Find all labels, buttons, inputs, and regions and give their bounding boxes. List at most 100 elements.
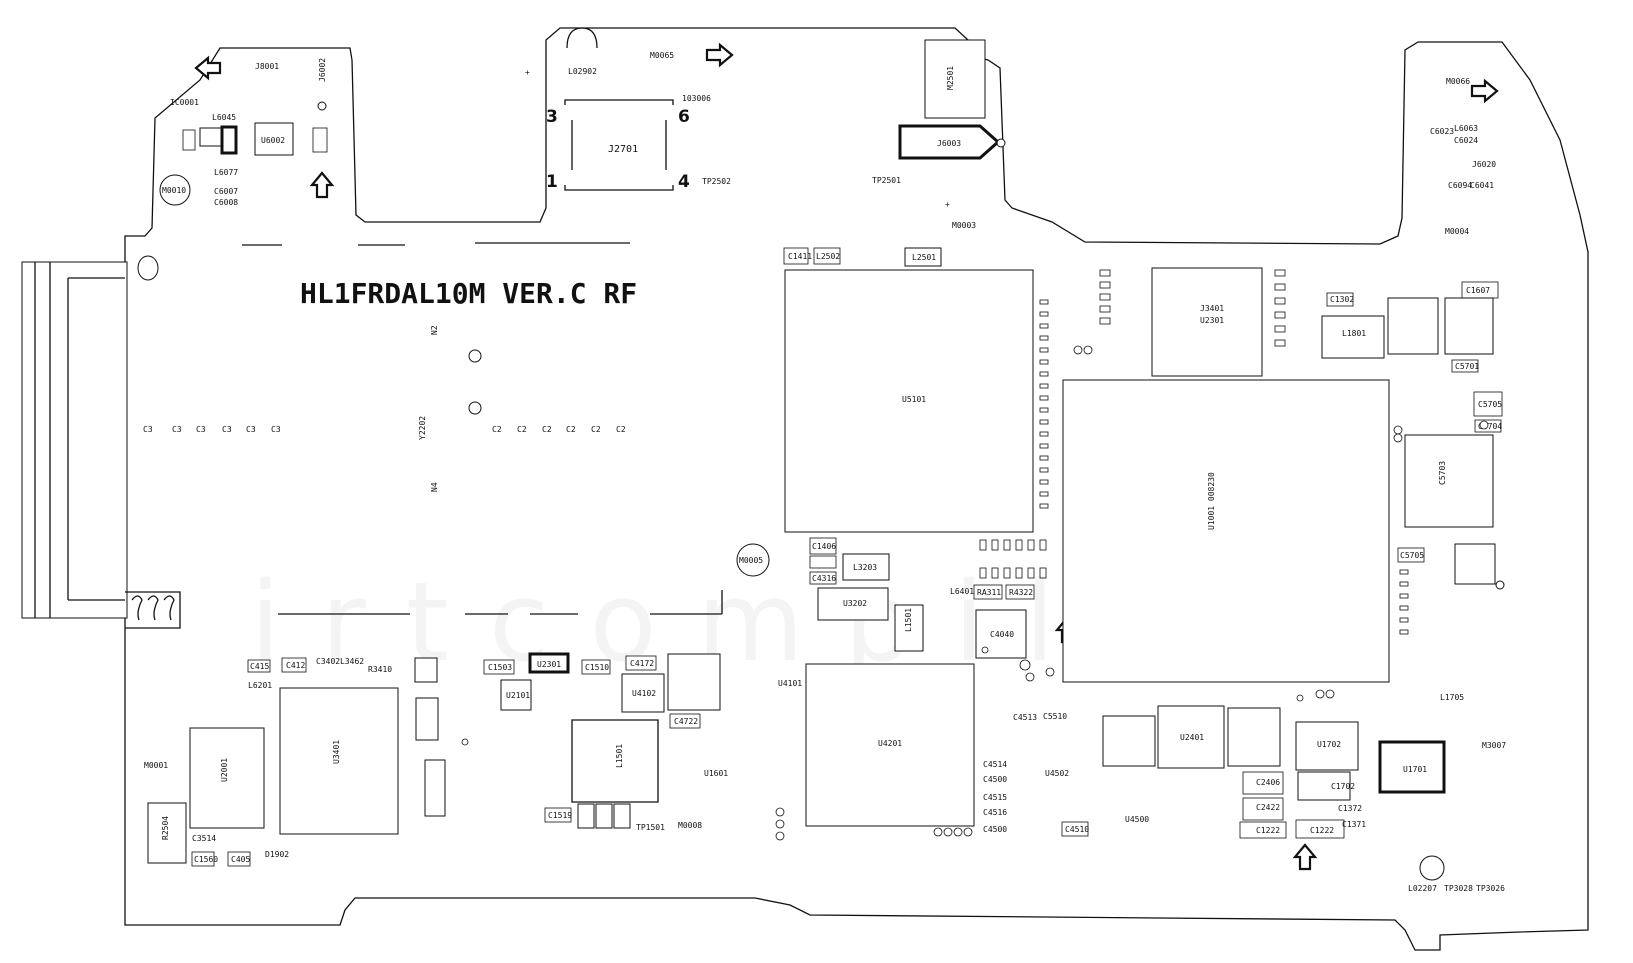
svg-text:C5705: C5705 <box>1478 400 1502 409</box>
svg-text:U4201: U4201 <box>878 739 902 748</box>
pad-rows <box>979 269 1409 635</box>
mounting-hole-left <box>137 255 159 281</box>
svg-text:L6401: L6401 <box>950 587 974 596</box>
label-ic0001: IC0001 <box>170 98 199 107</box>
pin-1: 1 <box>546 172 558 192</box>
svg-text:U2301: U2301 <box>1200 316 1224 325</box>
svg-text:C4172: C4172 <box>630 659 654 668</box>
svg-text:+: + <box>945 200 950 209</box>
svg-text:C415: C415 <box>250 662 269 671</box>
svg-text:C5703: C5703 <box>1438 461 1447 485</box>
svg-text:L3203: L3203 <box>853 563 877 572</box>
svg-text:C1302: C1302 <box>1330 295 1354 304</box>
svg-text:U2301: U2301 <box>537 660 561 669</box>
svg-text:C6023: C6023 <box>1430 127 1454 136</box>
svg-text:J3401: J3401 <box>1200 304 1224 313</box>
label-j6002: J6002 <box>318 58 327 82</box>
svg-text:C1371: C1371 <box>1342 820 1366 829</box>
svg-text:C1222: C1222 <box>1310 826 1334 835</box>
ic-u1001 <box>1062 379 1390 683</box>
svg-text:C405: C405 <box>231 855 250 864</box>
marker-m0010: M0010 <box>162 186 186 195</box>
svg-text:C2: C2 <box>492 425 502 434</box>
svg-text:L6063: L6063 <box>1454 124 1478 133</box>
svg-text:C2422: C2422 <box>1256 803 1280 812</box>
arrow-right-icon <box>1470 78 1499 104</box>
svg-text:U6002: U6002 <box>261 136 285 145</box>
arrow-left-icon <box>194 55 222 81</box>
svg-text:L1705: L1705 <box>1440 693 1464 702</box>
svg-text:TP2502: TP2502 <box>702 177 731 186</box>
svg-text:M0004: M0004 <box>1445 227 1469 236</box>
mounting-hole-bottom-right <box>1419 855 1445 881</box>
svg-text:U4102: U4102 <box>632 689 656 698</box>
ic-u2001 <box>189 727 265 829</box>
svg-text:C412: C412 <box>286 661 305 670</box>
svg-text:U1702: U1702 <box>1317 740 1341 749</box>
svg-text:C4500: C4500 <box>983 775 1007 784</box>
svg-text:L2502: L2502 <box>816 252 840 261</box>
ic-u4201 <box>805 663 975 827</box>
svg-text:C1560: C1560 <box>194 855 218 864</box>
svg-text:U4502: U4502 <box>1045 769 1069 778</box>
arrow-right-icon <box>705 42 734 68</box>
ic-u1701 <box>1378 740 1446 794</box>
board-title: HL1FRDAL10M VER.C RF <box>300 277 637 310</box>
svg-text:C5701: C5701 <box>1455 362 1479 371</box>
pin-4: 4 <box>678 172 690 192</box>
svg-text:C6007: C6007 <box>214 187 238 196</box>
ic-u2401 <box>1157 705 1225 769</box>
edge-tab <box>125 591 181 629</box>
svg-text:N4: N4 <box>430 482 439 492</box>
pin-3: 3 <box>546 107 558 127</box>
ic-u6002 <box>254 122 294 156</box>
svg-text:C1503: C1503 <box>488 663 512 672</box>
svg-text:C1411: C1411 <box>788 252 812 261</box>
arrow-up-icon <box>309 171 335 199</box>
svg-text:C4722: C4722 <box>674 717 698 726</box>
svg-text:C1607: C1607 <box>1466 286 1490 295</box>
svg-text:U5101: U5101 <box>902 395 926 404</box>
component-m2501 <box>924 39 986 119</box>
svg-text:C3: C3 <box>196 425 206 434</box>
svg-text:TP2501: TP2501 <box>872 176 901 185</box>
ic-u5101 <box>784 269 1034 533</box>
watermark: irtcompile <box>250 558 1202 686</box>
svg-text:C1372: C1372 <box>1338 804 1362 813</box>
svg-text:C1406: C1406 <box>812 542 836 551</box>
pin-6: 6 <box>678 107 690 127</box>
marker-m0005-ring <box>736 543 770 577</box>
svg-text:J6020: J6020 <box>1472 160 1496 169</box>
svg-text:L2501: L2501 <box>912 253 936 262</box>
svg-text:U4500: U4500 <box>1125 815 1149 824</box>
svg-text:L1501: L1501 <box>904 608 913 632</box>
svg-text:C2406: C2406 <box>1256 778 1280 787</box>
svg-text:M0003: M0003 <box>952 221 976 230</box>
svg-text:C6094: C6094 <box>1448 181 1472 190</box>
ic-u3401 <box>279 687 399 835</box>
svg-text:TP1501: TP1501 <box>636 823 665 832</box>
svg-text:+: + <box>525 68 530 77</box>
marker-m0010-ring <box>159 174 191 206</box>
svg-text:C4500: C4500 <box>983 825 1007 834</box>
svg-text:C5704: C5704 <box>1478 422 1502 431</box>
svg-text:U2101: U2101 <box>506 691 530 700</box>
svg-text:C2: C2 <box>591 425 601 434</box>
svg-text:M0001: M0001 <box>144 761 168 770</box>
svg-text:R3410: R3410 <box>368 665 392 674</box>
svg-text:U2401: U2401 <box>1180 733 1204 742</box>
marker-m0065: M0065 <box>650 51 674 60</box>
svg-text:L1801: L1801 <box>1342 329 1366 338</box>
label-j8001: J8001 <box>255 62 279 71</box>
svg-text:C6024: C6024 <box>1454 136 1478 145</box>
svg-text:L6077: L6077 <box>214 168 238 177</box>
svg-text:C4513: C4513 <box>1013 713 1037 722</box>
svg-text:C1702: C1702 <box>1331 782 1355 791</box>
svg-text:C3: C3 <box>222 425 232 434</box>
svg-text:C6041: C6041 <box>1470 181 1494 190</box>
svg-text:C6008: C6008 <box>214 198 238 207</box>
ic-u1702 <box>1295 721 1359 771</box>
svg-text:C4514: C4514 <box>983 760 1007 769</box>
svg-text:U2001: U2001 <box>220 758 229 782</box>
svg-text:C3402: C3402 <box>316 657 340 666</box>
